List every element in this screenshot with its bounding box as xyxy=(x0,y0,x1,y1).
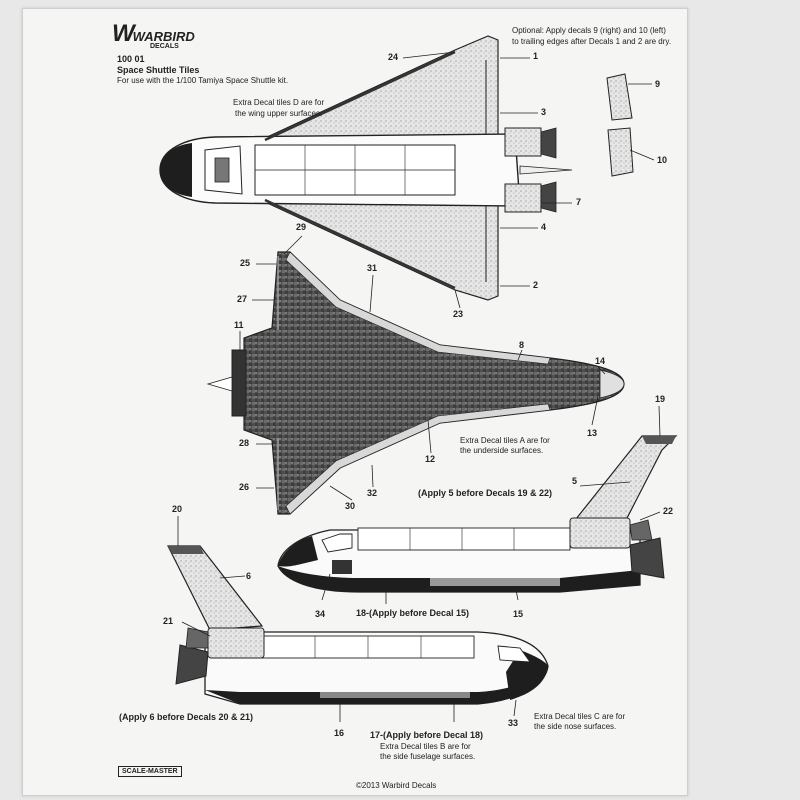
callout-9: 9 xyxy=(655,79,661,89)
callout-7: 7 xyxy=(576,197,582,207)
copyright: ©2013 Warbird Decals xyxy=(356,781,437,790)
callout-22: 22 xyxy=(663,506,674,516)
callout-30: 30 xyxy=(345,501,356,511)
top-view xyxy=(159,35,573,301)
scale-master-logo: SCALE-MASTER xyxy=(118,766,182,777)
callout-27: 27 xyxy=(237,294,248,304)
callout-21: 21 xyxy=(163,616,174,626)
callout-29: 29 xyxy=(296,222,307,232)
callout-5-right: 5 xyxy=(572,476,578,486)
note-apply-5: (Apply 5 before Decals 19 & 22) xyxy=(418,488,553,498)
note-tiles-b-line1: Extra Decal tiles B are for xyxy=(380,742,471,751)
callout-19: 19 xyxy=(655,394,666,404)
scale-master-logo-text: SCALE-MASTER xyxy=(122,768,178,775)
callout-6: 6 xyxy=(246,571,252,581)
callout-26: 26 xyxy=(239,482,250,492)
note-tiles-a-line1: Extra Decal tiles A are for xyxy=(460,436,550,445)
product-code: 100 01 xyxy=(117,54,145,64)
note-tiles-c-line2: the side nose surfaces. xyxy=(534,722,617,731)
callout-1: 1 xyxy=(533,51,539,61)
page-subtitle: For use with the 1/100 Tamiya Space Shut… xyxy=(117,76,289,85)
callout-32: 32 xyxy=(367,488,378,498)
callout-10: 10 xyxy=(657,155,668,165)
callout-2: 2 xyxy=(533,280,539,290)
note-apply-6: (Apply 6 before Decals 20 & 21) xyxy=(119,712,254,722)
note-optional-line1: Optional: Apply decals 9 (right) and 10 … xyxy=(512,26,666,35)
callout-24: 24 xyxy=(388,52,399,62)
callout-3: 3 xyxy=(541,107,547,117)
callout-16: 16 xyxy=(334,728,345,738)
side-view-left-tail-fin xyxy=(167,545,264,631)
callout-23: 23 xyxy=(453,309,464,319)
callout-20: 20 xyxy=(172,504,183,514)
decal-10-strip xyxy=(607,127,634,177)
bottom-view-body xyxy=(243,251,625,515)
callout-25: 25 xyxy=(240,258,251,268)
leader-lines xyxy=(177,51,661,722)
callout-14: 14 xyxy=(595,356,606,366)
callout-15: 15 xyxy=(513,609,524,619)
note-tiles-c-line1: Extra Decal tiles C are for xyxy=(534,712,626,721)
note-optional-line2: to trailing edges after Decals 1 and 2 a… xyxy=(512,37,672,46)
callout-13: 13 xyxy=(587,428,598,438)
decal-9-strip xyxy=(606,73,633,121)
side-view-left xyxy=(167,545,549,705)
note-tiles-d-line2: the wing upper surfaces. xyxy=(235,109,323,118)
brand-name: WARBIRD xyxy=(132,29,195,44)
note-apply-18: 18-(Apply before Decal 15) xyxy=(356,608,470,618)
callout-34: 34 xyxy=(315,609,326,619)
bottom-view xyxy=(206,251,625,515)
brand-logo: WWARBIRD xyxy=(112,20,195,48)
note-tiles-d-line1: Extra Decal tiles D are for xyxy=(233,98,325,107)
callout-4: 4 xyxy=(541,222,547,232)
note-tiles-a-line2: the underside surfaces. xyxy=(460,446,544,455)
callout-8: 8 xyxy=(519,340,525,350)
side-view-right xyxy=(277,435,678,593)
brand-sub: DECALS xyxy=(150,43,179,50)
callout-12: 12 xyxy=(425,454,436,464)
page-title: Space Shuttle Tiles xyxy=(117,65,200,75)
note-tiles-b-line2: the side fuselage surfaces. xyxy=(380,752,476,761)
note-apply-17: 17-(Apply before Decal 18) xyxy=(370,730,484,740)
callout-28: 28 xyxy=(239,438,250,448)
callout-33: 33 xyxy=(508,718,519,728)
callout-11: 11 xyxy=(234,320,244,330)
side-view-right-tail-fin xyxy=(570,435,678,525)
callout-31: 31 xyxy=(367,263,378,273)
brand-logo-w-icon: W xyxy=(112,20,135,47)
